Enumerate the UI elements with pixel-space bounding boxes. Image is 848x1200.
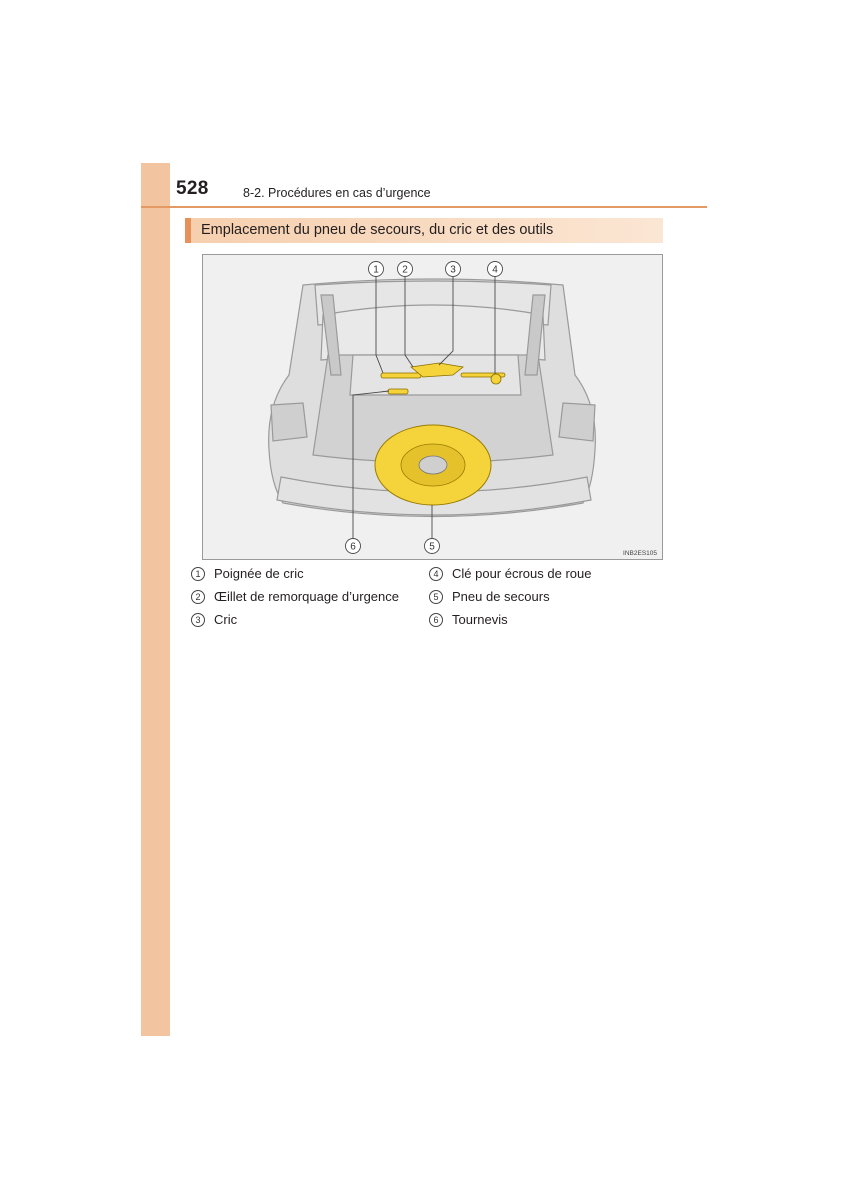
callout-6-label: 6 <box>350 542 356 553</box>
section-title: Emplacement du pneu de secours, du cric … <box>201 222 554 238</box>
legend-item-4: 4 Clé pour écrous de roue <box>429 566 591 581</box>
callout-4-label: 4 <box>492 265 498 276</box>
section-heading-bar: Emplacement du pneu de secours, du cric … <box>185 218 663 243</box>
car-trunk-drawing: 1 2 3 4 5 6 <box>268 261 596 554</box>
legend-number: 6 <box>429 612 443 627</box>
callout-4 <box>487 261 503 277</box>
legend-item-2: 2 Œillet de remorquage d’urgence <box>191 589 399 604</box>
callout-6 <box>345 538 361 554</box>
legend-number: 4 <box>429 566 443 581</box>
legend-label: Clé pour écrous de roue <box>452 566 592 581</box>
callout-2-label: 2 <box>402 265 408 276</box>
chapter-title: 8-2. Procédures en cas d’urgence <box>243 186 431 200</box>
callout-3-label: 3 <box>450 265 456 276</box>
figure-code: INB2ES105 <box>623 550 657 557</box>
legend-label: Poignée de cric <box>214 566 304 581</box>
legend-item-1: 1 Poignée de cric <box>191 566 304 581</box>
legend-label: Cric <box>214 612 238 627</box>
legend-label: Tournevis <box>452 612 508 627</box>
legend-item-6: 6 Tournevis <box>429 612 508 627</box>
callout-5-label: 5 <box>429 542 435 553</box>
callout-1-label: 1 <box>373 265 379 276</box>
legend-item-5: 5 Pneu de secours <box>429 589 550 604</box>
legend-number: 2 <box>191 589 205 604</box>
legend-number: 1 <box>191 566 205 581</box>
callout-3 <box>445 261 461 277</box>
side-tab <box>141 163 170 1036</box>
legend-label: Œillet de remorquage d’urgence <box>214 589 399 604</box>
legend-number: 5 <box>429 589 443 604</box>
trunk-illustration: 1 2 3 4 5 6 INB2ES105 <box>202 254 663 560</box>
legend-label: Pneu de secours <box>452 589 550 604</box>
callout-2 <box>397 261 413 277</box>
legend-item-3: 3 Cric <box>191 612 237 627</box>
callout-1 <box>368 261 384 277</box>
callout-5 <box>424 538 440 554</box>
legend-number: 3 <box>191 612 205 627</box>
header-rule <box>141 206 707 208</box>
page-number: 528 <box>176 178 209 199</box>
spare-tire <box>374 424 492 506</box>
